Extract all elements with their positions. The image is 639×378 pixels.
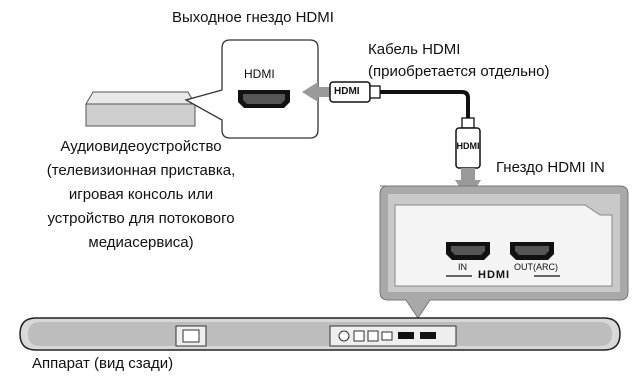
- plug-down-mark: HDMI: [456, 141, 480, 151]
- av-device-label-line3: игровая консоль или: [68, 186, 214, 203]
- cable-plug-icon: [329, 81, 470, 118]
- hdmi-port-icon: [238, 90, 290, 108]
- av-device-label-line2: (телевизионная приставка,: [46, 162, 236, 179]
- soundbar-icon: [19, 317, 621, 351]
- hdmi-port-icon-in: [446, 242, 490, 260]
- hdmi-cable-label-line1: Кабель HDMI: [368, 41, 461, 58]
- device-port-mark: HDMI: [244, 67, 275, 81]
- arrow-down-icon: [455, 168, 481, 200]
- av-device-icon: [85, 91, 196, 127]
- av-device-label-line5: медиасервиса): [88, 234, 194, 251]
- port-in-mark: IN: [458, 262, 467, 272]
- plug-left-mark: HDMI: [334, 86, 360, 97]
- arrow-left-icon: [302, 82, 330, 102]
- port-out-mark: OUT(ARC): [514, 262, 558, 272]
- av-device-label-line4: устройство для потокового: [47, 210, 235, 227]
- hdmi-in-jack-label: Гнездо HDMI IN: [496, 159, 605, 176]
- cable-plug-icon-down: [455, 117, 481, 169]
- av-device-label-line1: Аудиовидеоустройство: [60, 138, 222, 155]
- device-port-callout: [184, 39, 319, 139]
- unit-rear-label: Аппарат (вид сзади): [32, 355, 174, 372]
- hdmi-port-icon-out: [510, 242, 554, 260]
- hdmi-output-jack-label: Выходное гнездо HDMI: [172, 9, 334, 26]
- panel-logo-mark: HDMI: [478, 269, 511, 281]
- back-panel-callout: [379, 185, 629, 319]
- hdmi-cable-label-line2: (приобретается отдельно): [368, 63, 550, 80]
